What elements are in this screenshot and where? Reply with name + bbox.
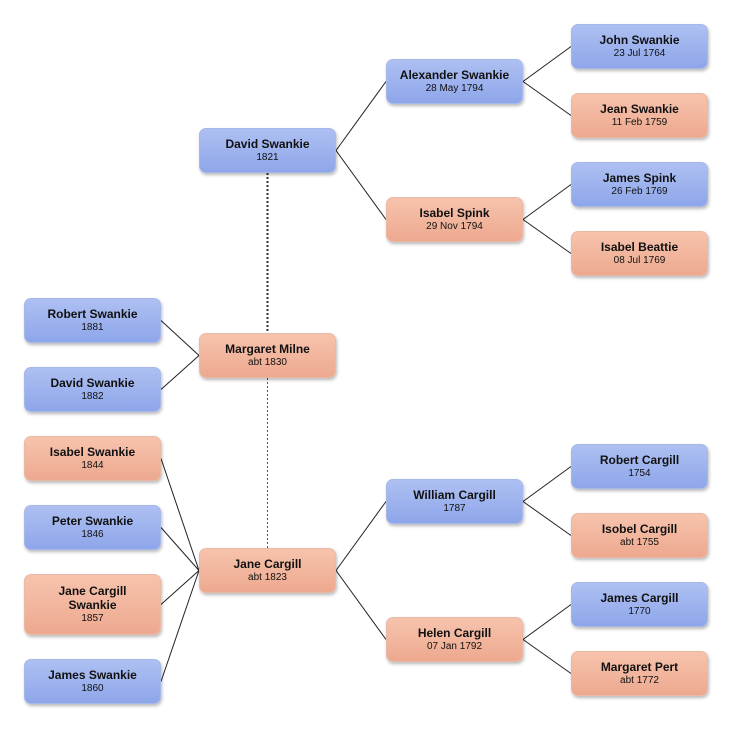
- person-card-peter-swankie[interactable]: Peter Swankie 1846: [24, 505, 161, 550]
- person-date: abt 1823: [248, 572, 287, 583]
- person-name: David Swankie: [225, 137, 310, 151]
- person-name: Isabel Spink: [419, 206, 490, 220]
- person-name: Isobel Cargill: [601, 522, 678, 536]
- person-name: James Swankie: [48, 668, 137, 682]
- parent-link-line: [522, 81, 572, 116]
- person-card-david-swankie-1821[interactable]: David Swankie 1821: [199, 128, 336, 173]
- person-name: Margaret Milne: [225, 342, 310, 356]
- person-card-alexander-swankie[interactable]: Alexander Swankie 28 May 1794: [386, 59, 523, 104]
- person-date: 26 Feb 1769: [611, 186, 668, 197]
- person-date: 29 Nov 1794: [426, 221, 483, 232]
- person-card-jane-cargill[interactable]: Jane Cargill abt 1823: [199, 548, 336, 593]
- parent-link-line: [335, 81, 387, 151]
- person-card-robert-swankie[interactable]: Robert Swankie 1881: [24, 298, 161, 343]
- person-card-david-swankie-1882[interactable]: David Swankie 1882: [24, 367, 161, 412]
- child-link-line: [160, 355, 200, 390]
- person-card-robert-cargill[interactable]: Robert Cargill 1754: [571, 444, 708, 489]
- person-card-isabel-beattie[interactable]: Isabel Beattie 08 Jul 1769: [571, 231, 708, 276]
- parent-link-line: [335, 501, 387, 571]
- person-name: Jean Swankie: [600, 102, 679, 116]
- person-name: Jane Cargill Swankie: [58, 584, 127, 612]
- person-date: 1881: [81, 322, 104, 333]
- person-card-james-swankie[interactable]: James Swankie 1860: [24, 659, 161, 704]
- person-date: abt 1755: [620, 537, 659, 548]
- parent-link-line: [522, 184, 572, 220]
- person-date: 1770: [628, 606, 651, 617]
- person-name: Peter Swankie: [51, 514, 134, 528]
- parent-link-line: [335, 150, 387, 220]
- parent-link-line: [522, 219, 572, 254]
- parent-link-line: [522, 46, 572, 82]
- person-name: Helen Cargill: [417, 626, 492, 640]
- person-card-isobel-cargill[interactable]: Isobel Cargill abt 1755: [571, 513, 708, 558]
- person-date: 1754: [628, 468, 651, 479]
- person-date: 07 Jan 1792: [426, 641, 483, 652]
- person-date: 1882: [81, 391, 104, 402]
- person-date: abt 1772: [620, 675, 659, 686]
- parent-link-line: [522, 501, 572, 536]
- child-link-line: [160, 527, 200, 571]
- person-date: 1787: [443, 503, 466, 514]
- person-name: William Cargill: [413, 488, 496, 502]
- person-name: Alexander Swankie: [399, 68, 510, 82]
- person-card-jean-swankie[interactable]: Jean Swankie 11 Feb 1759: [571, 93, 708, 138]
- person-card-john-swankie[interactable]: John Swankie 23 Jul 1764: [571, 24, 708, 69]
- person-date: 1846: [81, 529, 104, 540]
- person-name: James Spink: [602, 171, 677, 185]
- person-date: 1821: [256, 152, 279, 163]
- person-date: 1844: [81, 460, 104, 471]
- person-date: 1857: [81, 613, 104, 624]
- person-name: Margaret Pert: [600, 660, 679, 674]
- person-name: Robert Cargill: [599, 453, 680, 467]
- person-card-helen-cargill[interactable]: Helen Cargill 07 Jan 1792: [386, 617, 523, 662]
- person-name: John Swankie: [599, 33, 680, 47]
- person-name: Jane Cargill: [233, 557, 302, 571]
- person-date: 28 May 1794: [425, 83, 484, 94]
- person-date: 1860: [81, 683, 104, 694]
- person-name: James Cargill: [600, 591, 679, 605]
- parent-link-line: [335, 570, 387, 640]
- person-card-isabel-spink[interactable]: Isabel Spink 29 Nov 1794: [386, 197, 523, 242]
- person-name: Isabel Beattie: [600, 240, 679, 254]
- person-date: 23 Jul 1764: [613, 48, 666, 59]
- child-link-line: [160, 570, 200, 605]
- person-name: Robert Swankie: [47, 307, 138, 321]
- child-link-line: [160, 458, 200, 571]
- person-name: David Swankie: [50, 376, 135, 390]
- person-card-margaret-pert[interactable]: Margaret Pert abt 1772: [571, 651, 708, 696]
- person-card-william-cargill[interactable]: William Cargill 1787: [386, 479, 523, 524]
- person-date: abt 1830: [248, 357, 287, 368]
- person-card-jane-cargill-swankie[interactable]: Jane Cargill Swankie 1857: [24, 574, 161, 635]
- person-card-margaret-milne[interactable]: Margaret Milne abt 1830: [199, 333, 336, 378]
- parent-link-line: [522, 604, 572, 640]
- person-card-james-spink[interactable]: James Spink 26 Feb 1769: [571, 162, 708, 207]
- person-date: 11 Feb 1759: [611, 117, 668, 128]
- child-link-line: [160, 570, 200, 682]
- person-card-james-cargill[interactable]: James Cargill 1770: [571, 582, 708, 627]
- parent-link-line: [522, 466, 572, 502]
- person-card-isabel-swankie[interactable]: Isabel Swankie 1844: [24, 436, 161, 481]
- person-date: 08 Jul 1769: [613, 255, 666, 266]
- parent-link-line: [522, 639, 572, 674]
- person-name: Isabel Swankie: [49, 445, 136, 459]
- child-link-line: [160, 320, 200, 356]
